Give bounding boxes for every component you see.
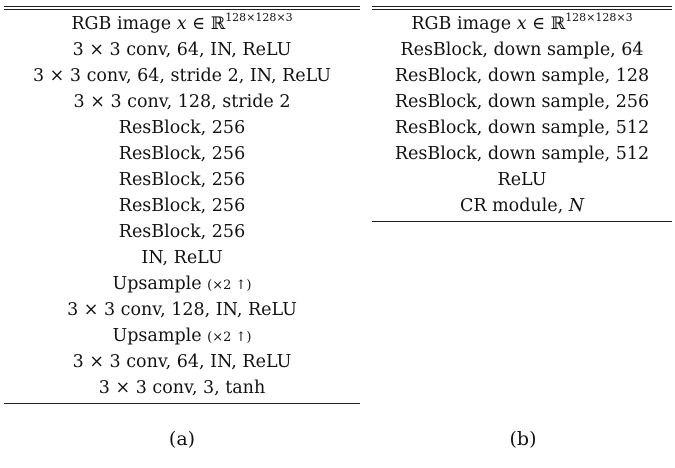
layer-text: 3 × 3 conv, 128, IN, ReLU (67, 300, 297, 320)
upsample-factor: (×2 ↑) (207, 330, 252, 345)
layer-row: ResBlock, 256 (4, 193, 360, 219)
table-b: RGB image x ∈ ℝ128×128×3 ResBlock, down … (372, 6, 672, 222)
input-row: RGB image x ∈ ℝ128×128×3 (4, 11, 360, 37)
layer-text: ResBlock, 256 (118, 144, 246, 164)
top-double-rule (372, 6, 672, 10)
layer-text: ResBlock, 256 (118, 222, 246, 242)
layer-text: ResBlock, 256 (118, 196, 246, 216)
layer-text: ResBlock, down sample, 512 (394, 144, 650, 164)
upsample-factor: (×2 ↑) (207, 278, 252, 293)
layer-row: ResBlock, down sample, 512 (372, 141, 672, 167)
input-label: RGB image (411, 14, 517, 34)
layer-text: ResBlock, down sample, 256 (394, 92, 650, 112)
layer-row: 3 × 3 conv, 128, IN, ReLU (4, 297, 360, 323)
layer-text: 3 × 3 conv, 64, IN, ReLU (72, 352, 292, 372)
input-label: RGB image (71, 14, 177, 34)
layer-text: ResBlock, down sample, 64 (400, 40, 644, 60)
input-row: RGB image x ∈ ℝ128×128×3 (372, 11, 672, 37)
input-set: ∈ ℝ (526, 14, 566, 34)
layer-row: ResBlock, 256 (4, 219, 360, 245)
layer-row: ReLU (372, 167, 672, 193)
layer-text: 3 × 3 conv, 64, stride 2, IN, ReLU (32, 66, 332, 86)
layer-row: ResBlock, 256 (4, 167, 360, 193)
input-dimensions: 128×128×3 (225, 11, 293, 25)
layer-text: ReLU (497, 170, 547, 190)
layer-row: Upsample (×2 ↑) (4, 323, 360, 349)
layer-row: ResBlock, down sample, 128 (372, 63, 672, 89)
layer-text: IN, ReLU (141, 248, 223, 268)
top-double-rule (4, 6, 360, 10)
layer-row: 3 × 3 conv, 64, IN, ReLU (4, 349, 360, 375)
layer-text: ResBlock, down sample, 128 (394, 66, 650, 86)
layer-row: ResBlock, down sample, 256 (372, 89, 672, 115)
layer-text: ResBlock, 256 (118, 118, 246, 138)
caption-a: (a) (168, 428, 196, 450)
layer-row: CR module, N (372, 193, 672, 219)
table-a-rows: RGB image x ∈ ℝ128×128×3 3 × 3 conv, 64,… (4, 10, 360, 403)
layer-text: 3 × 3 conv, 128, stride 2 (73, 92, 291, 112)
layer-row: IN, ReLU (4, 245, 360, 271)
input-variable: x (516, 14, 527, 34)
layer-text: Upsample (112, 274, 208, 294)
module-count-variable: N (568, 196, 585, 216)
table-a: RGB image x ∈ ℝ128×128×3 3 × 3 conv, 64,… (4, 6, 360, 404)
caption-b: (b) (509, 428, 537, 450)
layer-text: ResBlock, down sample, 512 (394, 118, 650, 138)
input-set: ∈ ℝ (186, 14, 226, 34)
input-dimensions: 128×128×3 (565, 11, 633, 25)
layer-text: ResBlock, 256 (118, 170, 246, 190)
layer-text: Upsample (112, 326, 208, 346)
layer-row: 3 × 3 conv, 64, IN, ReLU (4, 37, 360, 63)
layer-row: 3 × 3 conv, 64, stride 2, IN, ReLU (4, 63, 360, 89)
layer-text: CR module, (459, 196, 569, 216)
layer-row: ResBlock, down sample, 64 (372, 37, 672, 63)
layer-row: 3 × 3 conv, 128, stride 2 (4, 89, 360, 115)
table-b-rows: RGB image x ∈ ℝ128×128×3 ResBlock, down … (372, 10, 672, 221)
layer-row: ResBlock, down sample, 512 (372, 115, 672, 141)
bottom-rule (4, 403, 360, 404)
layer-row: Upsample (×2 ↑) (4, 271, 360, 297)
layer-row: 3 × 3 conv, 3, tanh (4, 375, 360, 401)
layer-text: 3 × 3 conv, 3, tanh (98, 378, 266, 398)
layer-text: 3 × 3 conv, 64, IN, ReLU (72, 40, 292, 60)
layer-row: ResBlock, 256 (4, 141, 360, 167)
input-variable: x (176, 14, 187, 34)
bottom-rule (372, 221, 672, 222)
layer-row: ResBlock, 256 (4, 115, 360, 141)
